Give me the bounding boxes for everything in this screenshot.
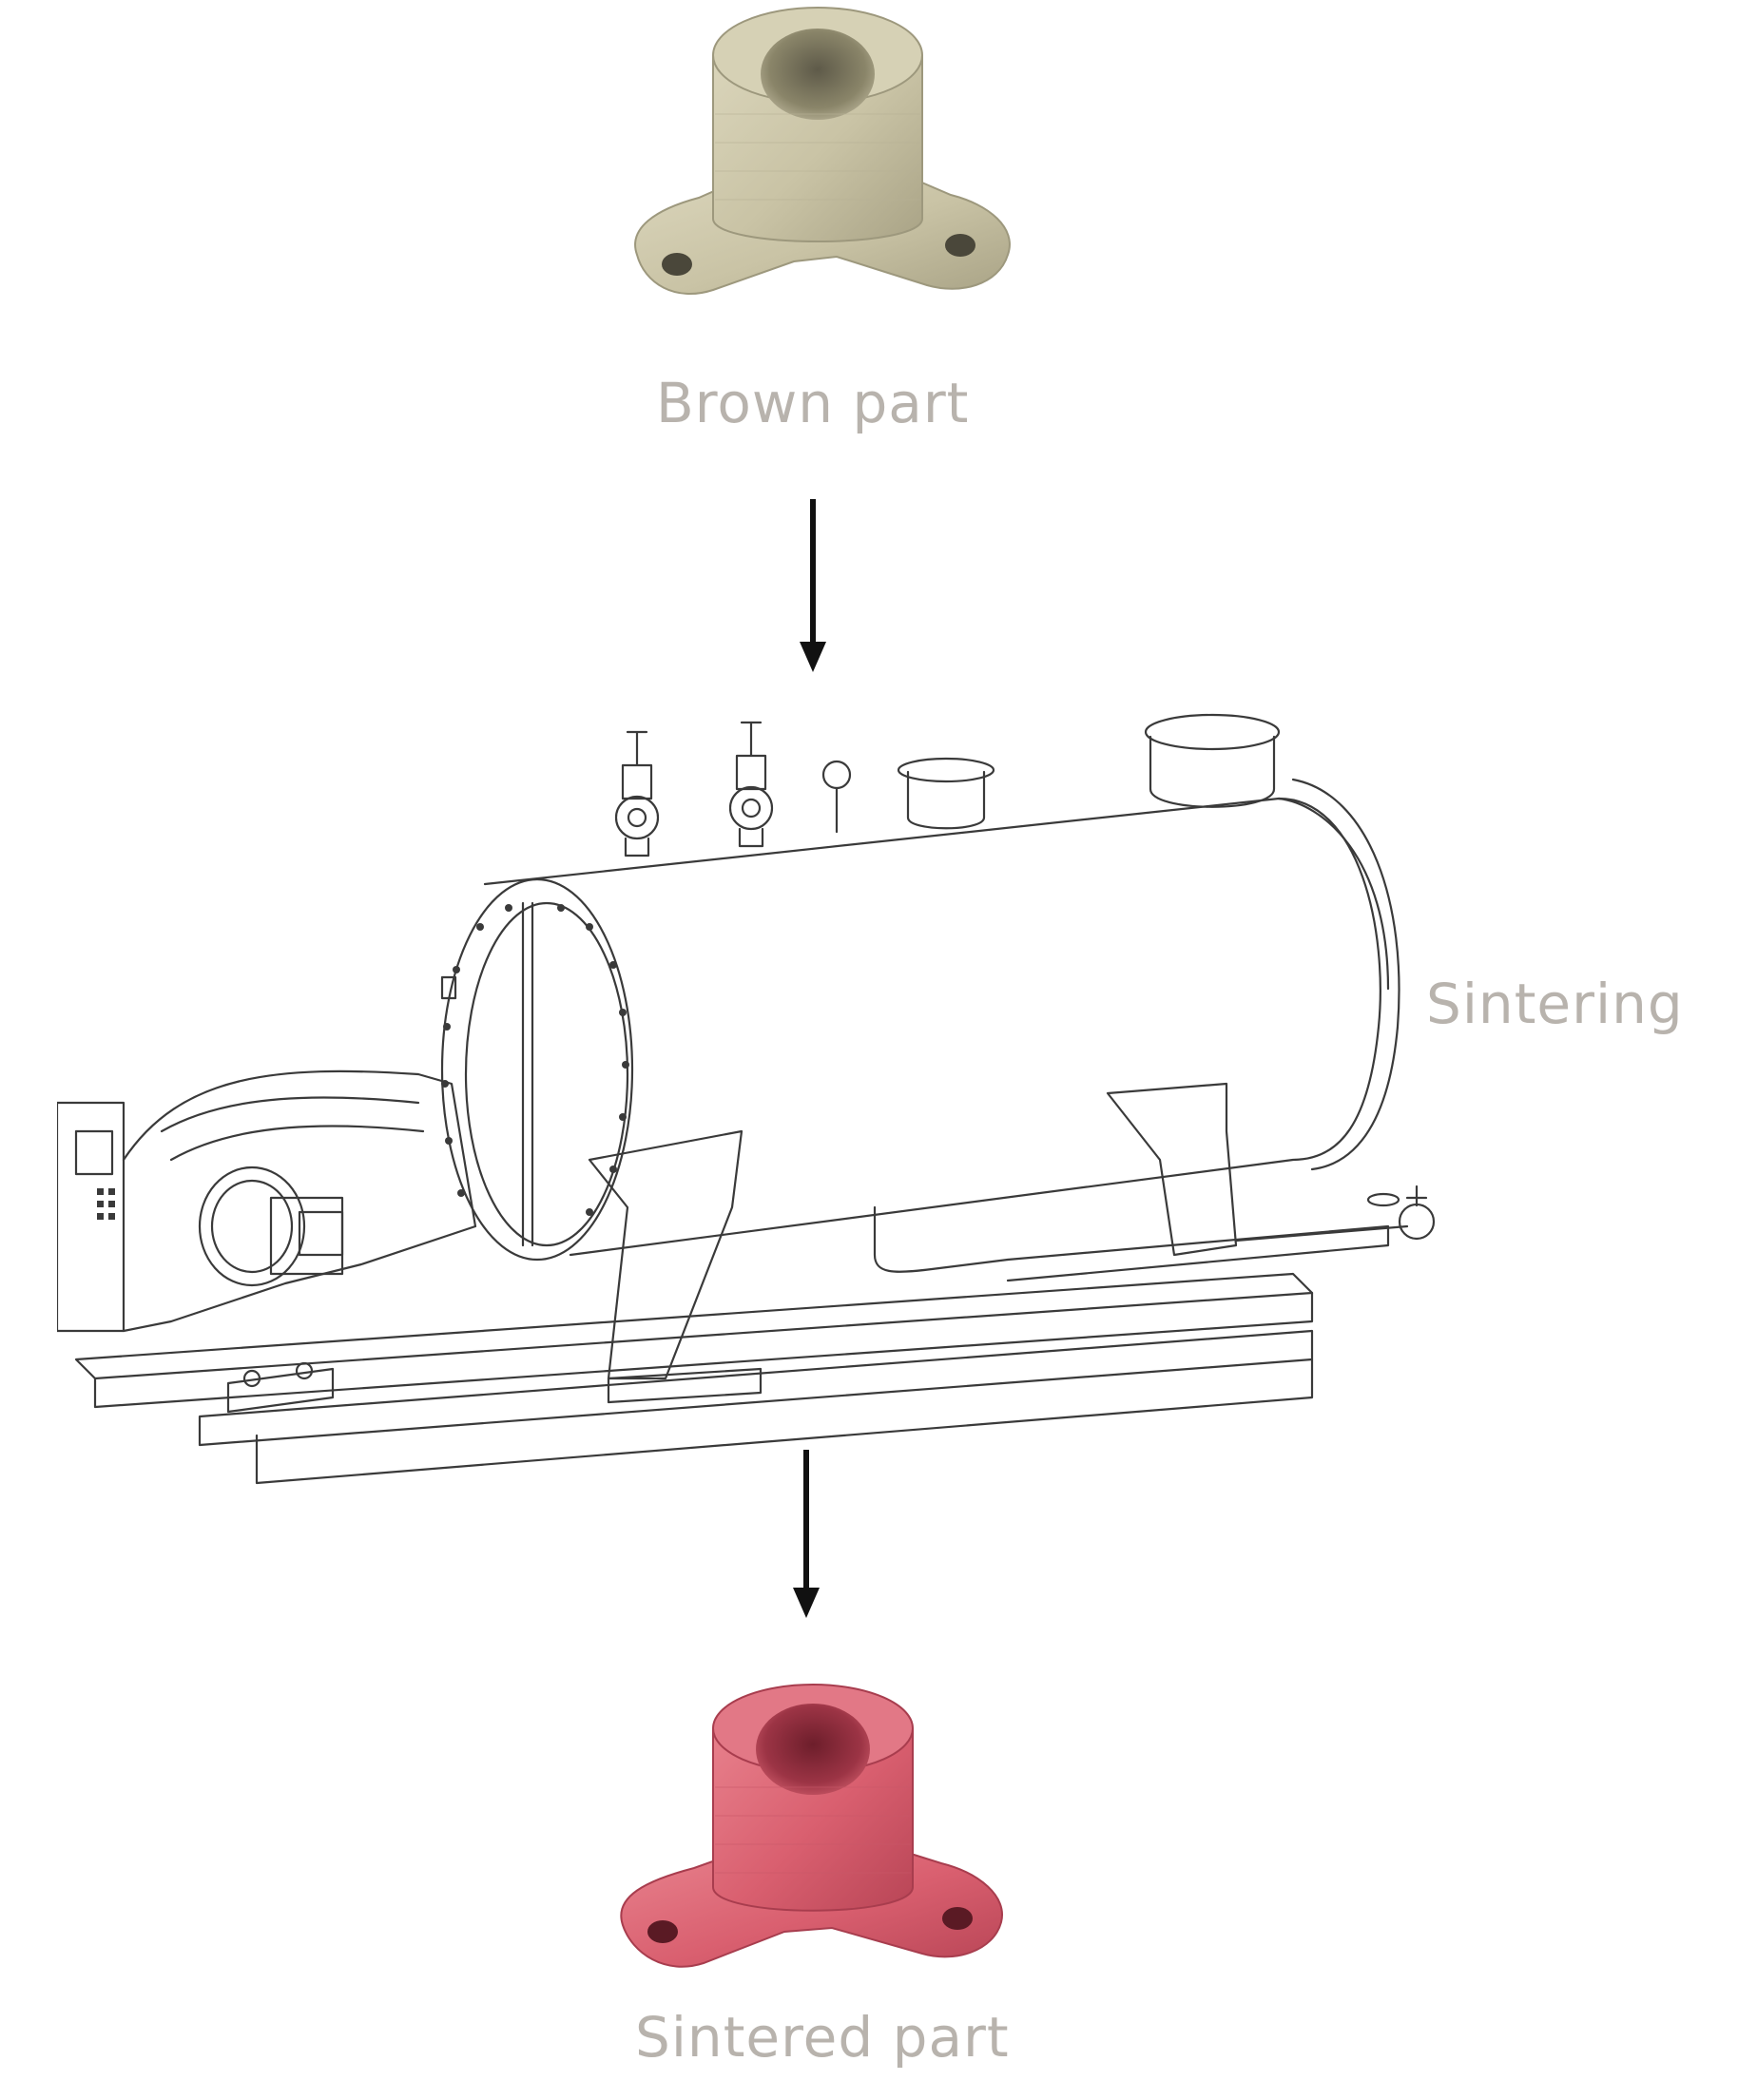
arrow-down-icon — [793, 1450, 820, 1618]
sintered-part-label: Sintered part — [635, 2005, 1010, 2070]
sintering-label: Sintering — [1426, 972, 1684, 1036]
arrow-down-icon — [800, 499, 826, 672]
brown-part-label: Brown part — [656, 371, 970, 435]
brown-part-image — [634, 7, 1011, 295]
sintered-part-image — [620, 1684, 1004, 1968]
sintering-furnace-illustration — [57, 713, 1436, 1485]
